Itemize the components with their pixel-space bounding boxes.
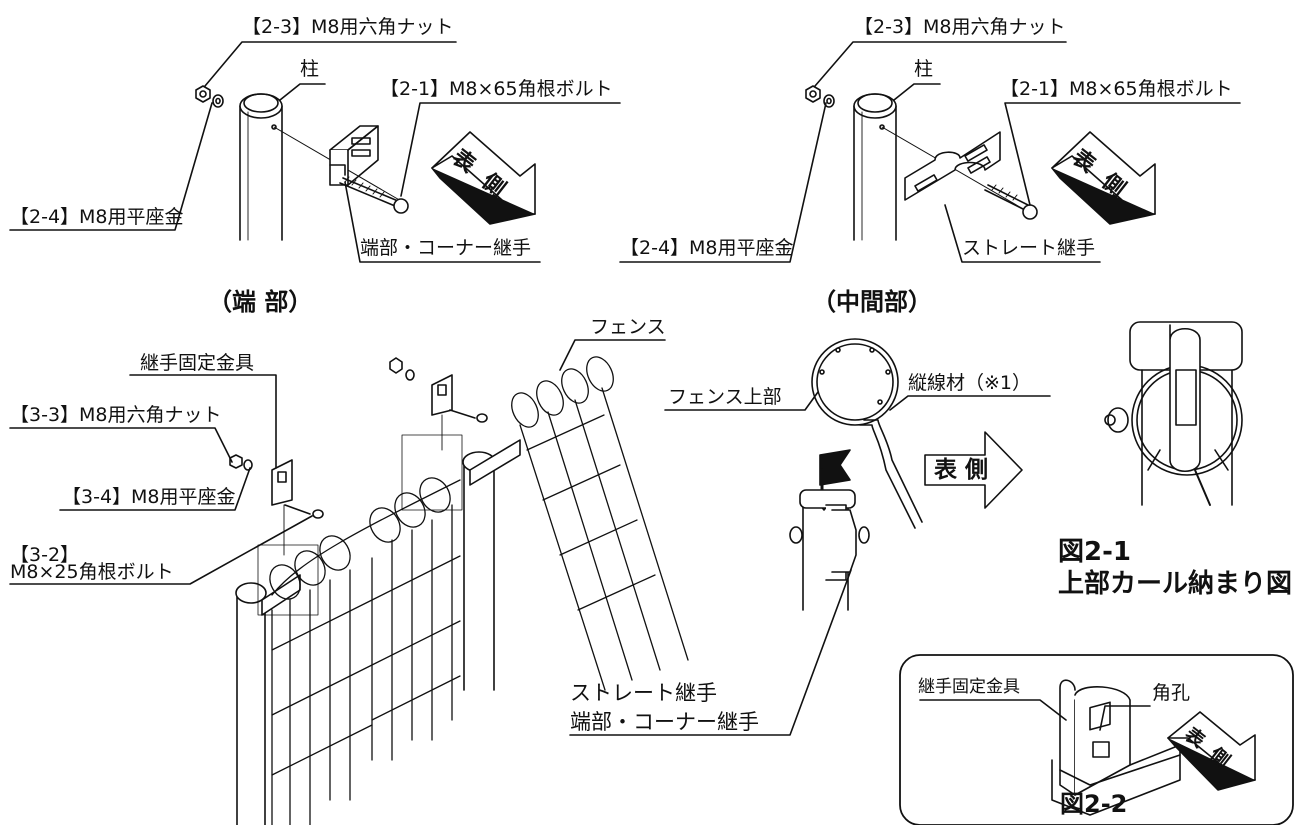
label-straight-joint-bottom: ストレート継手 [570, 681, 717, 705]
end-corner-joint-bracket [329, 125, 379, 186]
label-bolt-2-1-middle: 【2-1】M8×65角根ボルト [1000, 78, 1233, 100]
figure-2-1-curl-in-post [1104, 321, 1243, 506]
label-end-corner-joint-bottom: 端部・コーナー継手 [570, 710, 759, 734]
figure-2-1-title: 上部カール納まり図 [1058, 569, 1293, 599]
end-post-assembly [235, 544, 319, 825]
straight-joint-bracket [904, 131, 1001, 201]
label-fixing-bracket-fig-2-2: 継手固定金具 [918, 677, 1020, 697]
fence-panel-leaning [511, 356, 689, 691]
label-fence: フェンス [590, 316, 666, 338]
figure-2-2-fixing-bracket [1051, 679, 1181, 816]
label-post-end: 柱 [300, 58, 320, 80]
nut-washer-end [195, 85, 224, 108]
label-washer-3-4: 【3-4】M8用平座金 [62, 486, 236, 508]
bolt-65-middle [984, 184, 1038, 220]
label-end-corner-joint-top: 端部・コーナー継手 [360, 237, 532, 259]
label-nut-3-3: 【3-3】M8用六角ナット [10, 404, 222, 426]
post-cross-section [789, 489, 870, 611]
label-bolt-2-1-end: 【2-1】M8×65角根ボルト [380, 78, 613, 100]
label-washer-2-4-middle: 【2-4】M8用平座金 [620, 237, 794, 259]
nut-washer-middle [805, 85, 835, 108]
label-fence-top: フェンス上部 [668, 386, 782, 408]
label-straight-joint-top: ストレート継手 [962, 237, 1096, 259]
figure-2-2-frame [899, 654, 1294, 825]
front-side-arrow-center [924, 431, 1023, 509]
caption-middle-section: （中間部） [812, 288, 932, 316]
front-side-arrow-center-text: 表側 [934, 457, 996, 483]
label-nut-2-3-end: 【2-3】M8用六角ナット [242, 16, 454, 38]
figure-2-1-number: 図2-1 [1058, 537, 1131, 567]
label-square-hole: 角孔 [1152, 682, 1191, 704]
label-bolt-3-2-number: 【3-2】 [10, 544, 80, 566]
fixing-bracket-left [229, 454, 324, 556]
label-nut-2-3-middle: 【2-3】M8用六角ナット [854, 16, 1066, 38]
front-side-arrow-end [431, 131, 536, 225]
figure-2-2-caption: 図2-2 [1060, 790, 1128, 818]
label-post-middle: 柱 [914, 58, 934, 80]
post-end-section [239, 93, 283, 241]
label-vertical-wire: 縦線材（※1） [908, 372, 1032, 394]
post-middle-section [853, 93, 897, 241]
middle-post-assembly [401, 434, 521, 691]
label-fixing-bracket-assembly: 継手固定金具 [140, 352, 255, 374]
front-side-arrow-fig-2-2 [1167, 711, 1256, 791]
caption-end-section: （端 部） [208, 288, 313, 316]
front-side-arrow-middle [1051, 131, 1156, 225]
fence-panel-front [269, 477, 461, 825]
bolt-65 [339, 176, 409, 214]
label-bolt-3-2-name: M8×25角根ボルト [10, 561, 174, 583]
fixing-bracket-right [389, 357, 488, 451]
label-washer-2-4-end: 【2-4】M8用平座金 [10, 206, 184, 228]
